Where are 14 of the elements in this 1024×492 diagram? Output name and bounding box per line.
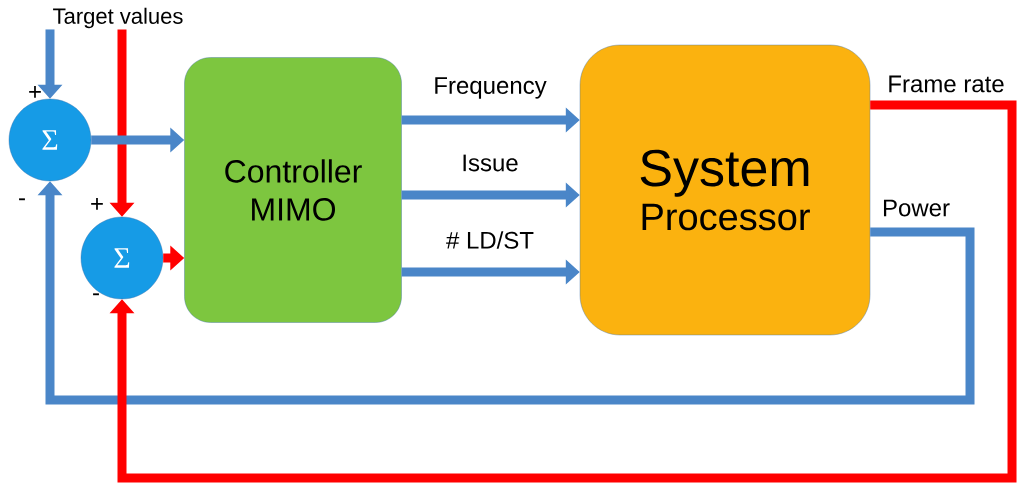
edge-label: Power [881, 198, 952, 218]
sign-label: - [93, 293, 99, 296]
sign-label: - [19, 198, 25, 201]
edge-label: Frame rate [886, 74, 1006, 94]
controller-box: Controller MIMO [184, 57, 402, 323]
processor-box: System Processor [579, 44, 871, 336]
arrow [109, 100, 1017, 483]
sign-label: + [29, 86, 41, 98]
edge-label: Frequency [432, 76, 548, 100]
edge-label: # LD/ST [445, 230, 535, 250]
sign-label: + [91, 198, 103, 210]
summing-junction: Σ [8, 98, 92, 182]
edge-label: Issue [460, 153, 520, 173]
input-label: Target values [53, 7, 183, 29]
